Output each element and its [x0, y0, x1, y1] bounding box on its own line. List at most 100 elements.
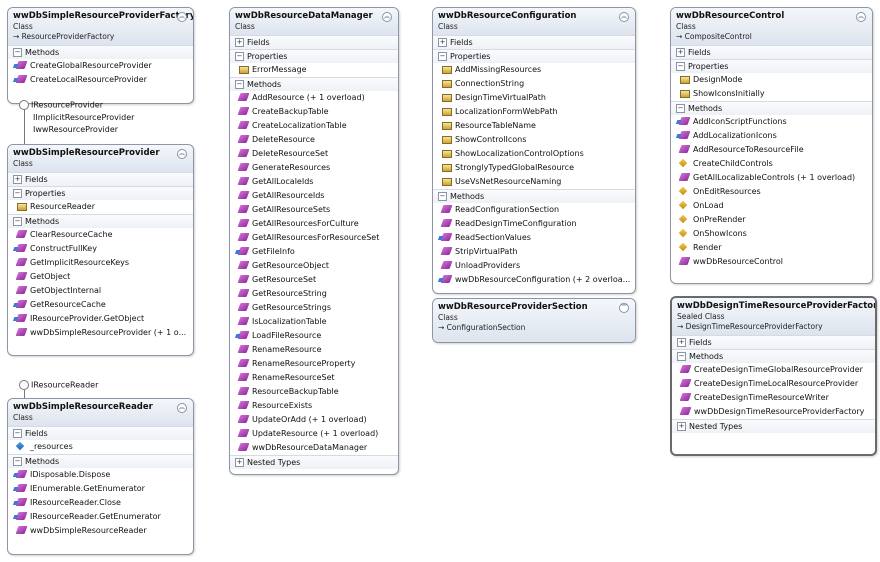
method-item[interactable]: AddLocalizationIcons	[671, 129, 872, 143]
class-design-time-resource-provider-factory[interactable]: wwDbDesignTimeResourceProviderFactory Se…	[670, 296, 877, 456]
expand-plus-icon[interactable]: +	[438, 38, 447, 47]
collapse-minus-icon[interactable]: −	[676, 104, 685, 113]
property-item[interactable]: AddMissingResources	[433, 63, 635, 77]
property-item[interactable]: ShowControlIcons	[433, 133, 635, 147]
method-item[interactable]: RenameResourceProperty	[230, 357, 398, 371]
method-item[interactable]: CreateDesignTimeLocalResourceProvider	[672, 377, 875, 391]
expand-chevron-icon[interactable]: ︾	[619, 303, 629, 313]
method-item[interactable]: GetResourceObject	[230, 259, 398, 273]
method-item[interactable]: UpdateResource (+ 1 overload)	[230, 427, 398, 441]
class-simple-resource-provider[interactable]: wwDbSimpleResourceProvider Class ︽ +Fiel…	[7, 144, 194, 356]
section-methods[interactable]: −Methods	[8, 45, 193, 59]
method-item[interactable]: IDisposable.Dispose	[8, 468, 193, 482]
collapse-minus-icon[interactable]: −	[677, 352, 686, 361]
method-item[interactable]: ReadConfigurationSection	[433, 203, 635, 217]
method-item[interactable]: Render	[671, 241, 872, 255]
section-properties[interactable]: −Properties	[433, 49, 635, 63]
method-item[interactable]: GetResourceSet	[230, 273, 398, 287]
collapse-minus-icon[interactable]: −	[13, 457, 22, 466]
field-item[interactable]: _resources	[8, 440, 193, 454]
method-item[interactable]: GetAllLocalizableControls (+ 1 overload)	[671, 171, 872, 185]
method-item[interactable]: wwDbSimpleResourceProvider (+ 1 o...	[8, 326, 193, 340]
method-item[interactable]: OnPreRender	[671, 213, 872, 227]
method-item[interactable]: wwDbResourceConfiguration (+ 2 overloa..…	[433, 273, 635, 287]
collapse-chevron-icon[interactable]: ︽	[619, 12, 629, 22]
method-item[interactable]: GenerateResources	[230, 161, 398, 175]
method-item[interactable]: GetAllLocaleIds	[230, 175, 398, 189]
section-properties[interactable]: −Properties	[671, 59, 872, 73]
method-item[interactable]: GetAllResourcesForCulture	[230, 217, 398, 231]
method-item[interactable]: CreateBackupTable	[230, 105, 398, 119]
expand-plus-icon[interactable]: +	[13, 175, 22, 184]
method-item[interactable]: IEnumerable.GetEnumerator	[8, 482, 193, 496]
method-item[interactable]: GetImplicitResourceKeys	[8, 256, 193, 270]
method-item[interactable]: RenameResourceSet	[230, 371, 398, 385]
property-item[interactable]: ShowLocalizationControlOptions	[433, 147, 635, 161]
method-item[interactable]: ReadSectionValues	[433, 231, 635, 245]
method-item[interactable]: AddIconScriptFunctions	[671, 115, 872, 129]
collapse-minus-icon[interactable]: −	[438, 52, 447, 61]
method-item[interactable]: CreateLocalResourceProvider	[8, 73, 193, 87]
property-item[interactable]: ConnectionString	[433, 77, 635, 91]
property-item[interactable]: LocalizationFormWebPath	[433, 105, 635, 119]
method-item[interactable]: IResourceReader.GetEnumerator	[8, 510, 193, 524]
section-nested-types[interactable]: +Nested Types	[672, 419, 875, 433]
section-fields[interactable]: +Fields	[8, 172, 193, 186]
collapse-chevron-icon[interactable]: ︽	[382, 12, 392, 22]
section-methods[interactable]: −Methods	[672, 349, 875, 363]
collapse-minus-icon[interactable]: −	[235, 80, 244, 89]
property-item[interactable]: ErrorMessage	[230, 63, 398, 77]
method-item[interactable]: ClearResourceCache	[8, 228, 193, 242]
method-item[interactable]: wwDbDesignTimeResourceProviderFactory	[672, 405, 875, 419]
collapse-minus-icon[interactable]: −	[13, 429, 22, 438]
method-item[interactable]: IResourceProvider.GetObject	[8, 312, 193, 326]
collapse-minus-icon[interactable]: −	[235, 52, 244, 61]
method-item[interactable]: wwDbResourceDataManager	[230, 441, 398, 455]
method-item[interactable]: RenameResource	[230, 343, 398, 357]
collapse-minus-icon[interactable]: −	[676, 62, 685, 71]
section-fields[interactable]: +Fields	[672, 335, 875, 349]
property-item[interactable]: UseVsNetResourceNaming	[433, 175, 635, 189]
method-item[interactable]: OnLoad	[671, 199, 872, 213]
section-properties[interactable]: −Properties	[230, 49, 398, 63]
section-nested-types[interactable]: +Nested Types	[230, 455, 398, 469]
property-item[interactable]: ResourceReader	[8, 200, 193, 214]
expand-plus-icon[interactable]: +	[677, 338, 686, 347]
method-item[interactable]: CreateLocalizationTable	[230, 119, 398, 133]
collapse-chevron-icon[interactable]: ︽	[177, 149, 187, 159]
method-item[interactable]: OnEditResources	[671, 185, 872, 199]
method-item[interactable]: GetFileInfo	[230, 245, 398, 259]
method-item[interactable]: OnShowIcons	[671, 227, 872, 241]
method-item[interactable]: IsLocalizationTable	[230, 315, 398, 329]
method-item[interactable]: CreateChildControls	[671, 157, 872, 171]
method-item[interactable]: DeleteResourceSet	[230, 147, 398, 161]
class-resource-data-manager[interactable]: wwDbResourceDataManager Class ︽ +Fields …	[229, 7, 399, 475]
expand-plus-icon[interactable]: +	[677, 422, 686, 431]
section-fields[interactable]: +Fields	[433, 35, 635, 49]
method-item[interactable]: GetResourceCache	[8, 298, 193, 312]
class-simple-resource-provider-factory[interactable]: wwDbSimpleResourceProviderFactory Class …	[7, 7, 194, 104]
method-item[interactable]: GetAllResourcesForResourceSet	[230, 231, 398, 245]
expand-plus-icon[interactable]: +	[676, 48, 685, 57]
method-item[interactable]: UnloadProviders	[433, 259, 635, 273]
class-simple-resource-reader[interactable]: wwDbSimpleResourceReader Class ︽ −Fields…	[7, 398, 194, 555]
method-item[interactable]: GetAllResourceIds	[230, 189, 398, 203]
section-fields[interactable]: +Fields	[671, 45, 872, 59]
method-item[interactable]: UpdateOrAdd (+ 1 overload)	[230, 413, 398, 427]
section-methods[interactable]: −Methods	[230, 77, 398, 91]
collapse-chevron-icon[interactable]: ︽	[177, 403, 187, 413]
property-item[interactable]: DesignTimeVirtualPath	[433, 91, 635, 105]
section-methods[interactable]: −Methods	[671, 101, 872, 115]
expand-plus-icon[interactable]: +	[235, 38, 244, 47]
method-item[interactable]: GetObject	[8, 270, 193, 284]
method-item[interactable]: CreateGlobalResourceProvider	[8, 59, 193, 73]
method-item[interactable]: ResourceExists	[230, 399, 398, 413]
collapse-chevron-icon[interactable]: ︽	[856, 12, 866, 22]
method-item[interactable]: IResourceReader.Close	[8, 496, 193, 510]
method-item[interactable]: GetAllResourceSets	[230, 203, 398, 217]
method-item[interactable]: CreateDesignTimeResourceWriter	[672, 391, 875, 405]
method-item[interactable]: GetResourceString	[230, 287, 398, 301]
expand-plus-icon[interactable]: +	[235, 458, 244, 467]
section-properties[interactable]: −Properties	[8, 186, 193, 200]
method-item[interactable]: ReadDesignTimeConfiguration	[433, 217, 635, 231]
